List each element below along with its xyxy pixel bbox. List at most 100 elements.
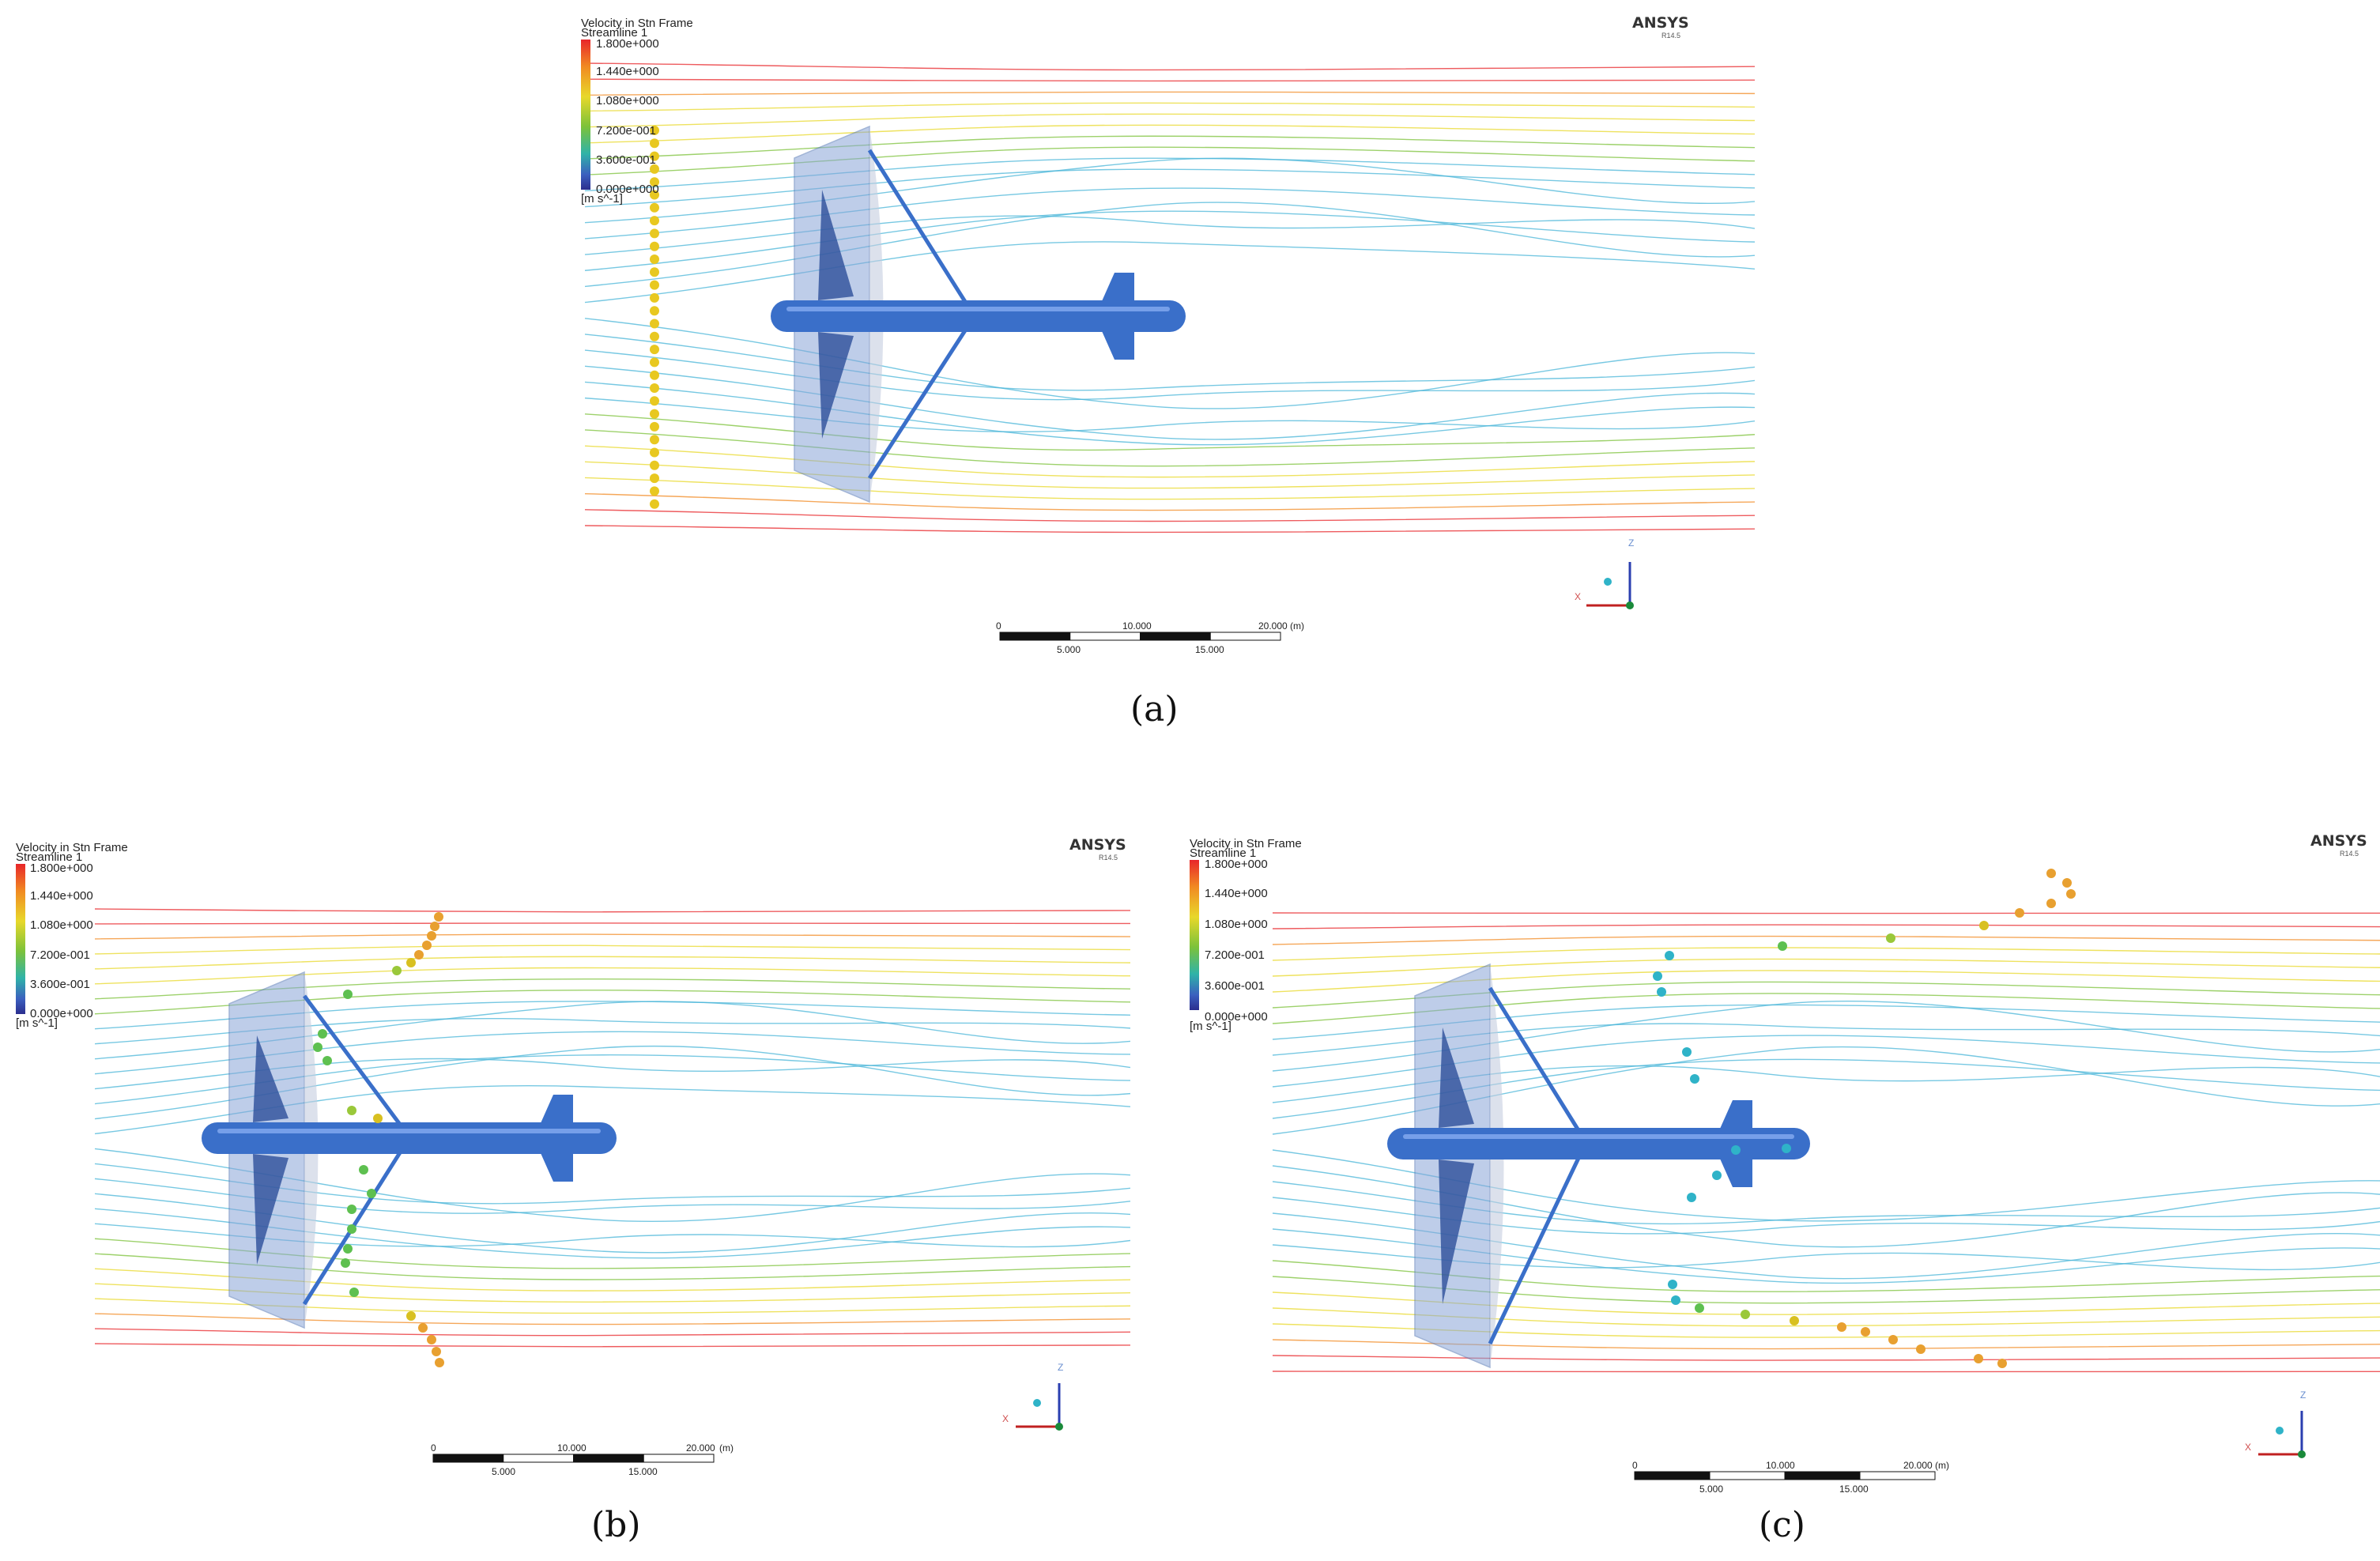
streamline (584, 124, 1755, 144)
tracer-particle (650, 228, 659, 239)
caption-c: (c) (1759, 1505, 1805, 1545)
legend-tick: 1.440e+000 (1205, 887, 1268, 900)
scale-label: 0 (996, 620, 1001, 632)
tracer-particle (422, 941, 432, 950)
streamline (584, 477, 1755, 500)
tracer-particle (2066, 889, 2076, 899)
tracer-particle (343, 1244, 353, 1254)
tail-fin (1717, 1152, 1752, 1187)
legend-tick: 1.080e+000 (1205, 918, 1268, 931)
tracer-particle (1888, 1335, 1898, 1344)
legend-tick: 7.200e-001 (1205, 948, 1265, 962)
legend-tick: 1.800e+000 (596, 37, 659, 51)
scale-bar-segment (1209, 632, 1281, 641)
tracer-particle (650, 447, 659, 458)
vertical-fin (1439, 1159, 1474, 1304)
tracer-particle (1886, 933, 1895, 943)
flow-field (584, 62, 1755, 641)
panel-b: Velocity in Stn Frame Streamline 1 1.800… (0, 822, 1186, 1518)
vertical-fin (253, 1154, 289, 1265)
tracer-particle (392, 966, 402, 975)
scale-label: 15.000 (1195, 644, 1224, 655)
legend-tick: 7.200e-001 (596, 124, 656, 138)
tracer-particle (2046, 869, 2056, 878)
tracer-particle (650, 164, 659, 174)
scale-unit: (m) (1290, 620, 1304, 632)
panel-c: Velocity in Stn Frame Streamline 1 1.800… (1178, 818, 2380, 1529)
streamline (94, 908, 1131, 913)
tracer-particle (1916, 1344, 1925, 1354)
tracer-particle (650, 435, 659, 445)
axis-z-label: Z (2300, 1389, 2306, 1401)
scale-bar-segment (1140, 632, 1211, 641)
axis-y-marker (1033, 1399, 1041, 1407)
axis-origin (1055, 1423, 1063, 1431)
streamline (1272, 947, 2380, 961)
scale-bar-segment (1859, 1471, 1936, 1480)
scale-label: 5.000 (492, 1466, 516, 1477)
caption-a: (a) (1130, 689, 1179, 730)
tracer-particle (1778, 941, 1787, 951)
streamline (94, 933, 1131, 940)
scale-label: 5.000 (1057, 644, 1081, 655)
color-bar (1190, 860, 1199, 1010)
tracer-particle (650, 473, 659, 484)
tracer-particle (650, 151, 659, 161)
streamline (584, 509, 1755, 522)
tracer-particle (359, 1165, 368, 1175)
streamline (584, 157, 1755, 224)
axis-x-label: X (1575, 591, 1582, 602)
tracer-particle (343, 990, 353, 999)
ansys-version: R14.5 (1661, 32, 1681, 40)
panel-b-scene (94, 908, 1131, 1463)
streamline (584, 525, 1755, 534)
streamline (1272, 958, 2380, 977)
streamline (1272, 970, 2380, 993)
streamline (94, 945, 1131, 955)
panel-c-scene (1272, 869, 2380, 1480)
legend-subtitle: Streamline 1 (1190, 846, 1257, 860)
tracer-particle (1665, 951, 1674, 960)
streamline (1272, 924, 2380, 929)
scale-bar-segment (1784, 1471, 1861, 1480)
tracer-particle (406, 1311, 416, 1321)
tracer-particle (650, 396, 659, 406)
legend-tick: 3.600e-001 (30, 978, 90, 991)
vertical-fin (818, 332, 854, 439)
scale-label: 10.000 (1122, 620, 1152, 632)
scale-label: 5.000 (1699, 1484, 1724, 1495)
tracer-particle (1731, 1145, 1741, 1155)
tracer-particle (406, 958, 416, 967)
tracer-particle (341, 1258, 350, 1268)
tracer-particle (650, 409, 659, 419)
tracer-particle (322, 1056, 332, 1065)
streamline (94, 1343, 1131, 1348)
tracer-particle (1690, 1074, 1699, 1084)
tracer-particle (373, 1114, 383, 1123)
tracer-particle (1682, 1047, 1692, 1057)
axis-x-label: X (1002, 1413, 1009, 1424)
streamline (584, 113, 1755, 128)
legend-tick: 7.200e-001 (30, 948, 90, 962)
ansys-logo: ANSYS (1632, 14, 1689, 32)
scale-unit: (m) (719, 1442, 734, 1454)
tracer-particle (414, 950, 424, 960)
legend-tick: 3.600e-001 (596, 153, 656, 167)
streamline (584, 445, 1755, 478)
legend-subtitle: Streamline 1 (16, 850, 83, 864)
axis-origin (2298, 1450, 2306, 1458)
tail-fin (1099, 324, 1134, 360)
fuselage-highlight (217, 1129, 601, 1133)
caption-b: (b) (591, 1505, 641, 1545)
vertical-fin (253, 1035, 289, 1122)
strut (1488, 1152, 1583, 1345)
ansys-version: R14.5 (1099, 854, 1118, 862)
tracer-particle (650, 486, 659, 496)
scale-label: 15.000 (1839, 1484, 1869, 1495)
legend-unit: [m s^-1] (581, 192, 623, 205)
streamline (1272, 1355, 2380, 1361)
tracer-particle (1782, 1144, 1791, 1153)
vertical-fin (818, 190, 854, 300)
tracer-particle (650, 499, 659, 509)
streamline (584, 102, 1755, 112)
